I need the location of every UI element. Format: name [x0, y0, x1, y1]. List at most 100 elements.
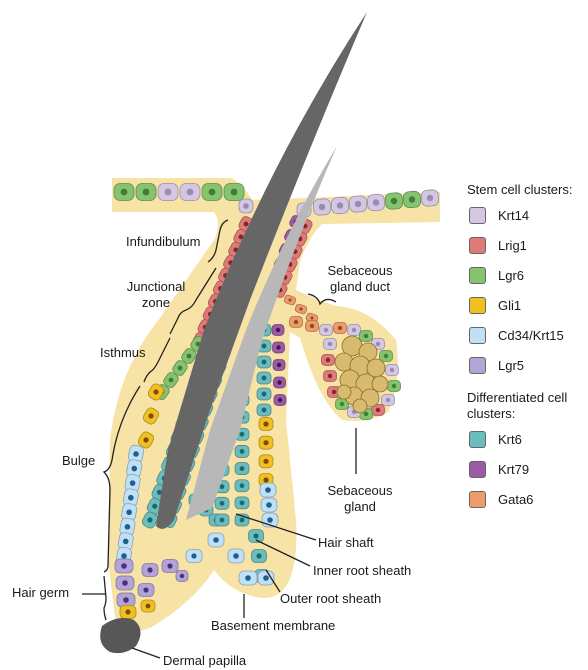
cell-krt14 — [331, 197, 349, 214]
cell-krt6 — [252, 550, 267, 563]
label-sebaceous-duct-line2: gland duct — [320, 279, 400, 295]
legend-label-krt14: Krt14 — [498, 208, 529, 224]
cell-lgr6 — [202, 184, 222, 201]
swatch-krt79 — [469, 461, 486, 478]
swatch-cd34-krt15 — [469, 327, 486, 344]
legend-diff-list: Krt6 Krt79 Gata6 — [467, 430, 588, 510]
label-isthmus: Isthmus — [100, 345, 146, 361]
legend-item-cd34-krt15: Cd34/Krt15 — [467, 326, 588, 346]
cell-gata6 — [290, 317, 303, 328]
legend-diff-title-line2: clusters: — [467, 406, 588, 422]
dermal-papilla — [100, 618, 140, 653]
label-infundibulum: Infundibulum — [126, 234, 200, 250]
cell-gli1 — [259, 455, 273, 468]
cell-lgr6 — [114, 184, 134, 201]
legend-stem-title: Stem cell clusters: — [467, 182, 588, 198]
cell-lgr6 — [224, 184, 244, 201]
cell-cd34krt15 — [208, 533, 224, 547]
sebocyte — [337, 385, 351, 399]
cell-krt79 — [274, 395, 286, 406]
cell-lgr6 — [136, 184, 156, 201]
cell-gli1 — [120, 606, 136, 619]
swatch-lrig1 — [469, 237, 486, 254]
cell-krt79 — [273, 342, 285, 353]
cell-lgr5 — [138, 584, 154, 597]
cell-gli1 — [259, 418, 273, 431]
cell-lgr6 — [380, 351, 393, 362]
legend-item-gata6: Gata6 — [467, 490, 588, 510]
legend-label-gata6: Gata6 — [498, 492, 533, 508]
swatch-krt6 — [469, 431, 486, 448]
legend-item-krt79: Krt79 — [467, 460, 588, 480]
cell-krt14 — [320, 325, 333, 336]
cell-krt6 — [235, 445, 249, 457]
cell-krt6 — [235, 463, 249, 475]
cell-gli1 — [141, 600, 155, 612]
cell-lrig1 — [322, 355, 335, 366]
cell-lgr5 — [117, 593, 135, 607]
legend-item-gli1: Gli1 — [467, 296, 588, 316]
legend-label-krt79: Krt79 — [498, 462, 529, 478]
cell-krt6 — [257, 356, 271, 368]
cell-krt14 — [158, 184, 178, 201]
legend-item-lrig1: Lrig1 — [467, 236, 588, 256]
cell-lgr6 — [360, 331, 373, 342]
legend-label-krt6: Krt6 — [498, 432, 522, 448]
label-inner-root-sheath: Inner root sheath — [313, 563, 411, 579]
cell-lgr6 — [388, 381, 401, 392]
cell-krt14 — [382, 395, 395, 406]
cell-krt6 — [257, 388, 271, 400]
cell-krt14 — [239, 199, 253, 213]
cell-krt14 — [348, 325, 361, 336]
label-bulge: Bulge — [62, 453, 95, 469]
legend-item-lgr6: Lgr6 — [467, 266, 588, 286]
label-basement-membrane: Basement membrane — [211, 618, 335, 634]
cell-krt79 — [272, 325, 284, 336]
cell-lgr5 — [142, 564, 158, 577]
cell-krt6 — [257, 372, 271, 384]
cell-lgr5 — [115, 559, 133, 573]
cell-krt14 — [367, 194, 385, 211]
hair-germ-bracket — [104, 576, 106, 620]
legend-label-lgr6: Lgr6 — [498, 268, 524, 284]
cell-gata6 — [306, 321, 319, 332]
label-junctional-zone-line2: zone — [116, 295, 196, 311]
cell-lgr5 — [176, 571, 188, 582]
sebocyte — [353, 399, 367, 413]
cell-krt6 — [215, 514, 229, 526]
cell-gata6 — [334, 323, 347, 334]
legend: Stem cell clusters: Krt14 Lrig1 Lgr6 Gli… — [467, 182, 588, 520]
swatch-krt14 — [469, 207, 486, 224]
cell-lgr5 — [116, 576, 134, 590]
label-junctional-zone-line1: Junctional — [116, 279, 196, 295]
legend-label-gli1: Gli1 — [498, 298, 521, 314]
cell-krt14 — [180, 184, 200, 201]
cell-krt6 — [257, 404, 271, 416]
legend-item-krt14: Krt14 — [467, 206, 588, 226]
cell-cd34krt15 — [228, 549, 244, 563]
cell-cd34krt15 — [261, 498, 277, 512]
dermal-papilla-leader — [132, 648, 160, 658]
legend-stem-list: Krt14 Lrig1 Lgr6 Gli1 Cd34/Krt15 Lgr5 — [467, 206, 588, 376]
cell-lrig1 — [324, 371, 337, 382]
cell-cd34krt15 — [186, 550, 202, 563]
label-hair-shaft: Hair shaft — [318, 535, 374, 551]
label-sebaceous-gland-line1: Sebaceous — [320, 483, 400, 499]
cell-krt79 — [274, 377, 286, 388]
cell-krt14 — [421, 189, 439, 206]
label-hair-germ: Hair germ — [12, 585, 69, 601]
cell-krt6 — [235, 497, 249, 509]
legend-item-krt6: Krt6 — [467, 430, 588, 450]
cell-krt6 — [215, 497, 229, 509]
legend-item-lgr5: Lgr5 — [467, 356, 588, 376]
swatch-lgr6 — [469, 267, 486, 284]
swatch-gli1 — [469, 297, 486, 314]
label-sebaceous-duct-line1: Sebaceous — [320, 263, 400, 279]
cell-krt6 — [235, 480, 249, 492]
cell-cd34krt15 — [260, 483, 276, 497]
cell-lgr6 — [403, 191, 421, 208]
cell-cd34krt15 — [239, 571, 257, 585]
label-sebaceous-gland-line2: gland — [320, 499, 400, 515]
cell-krt14 — [386, 365, 399, 376]
swatch-lgr5 — [469, 357, 486, 374]
